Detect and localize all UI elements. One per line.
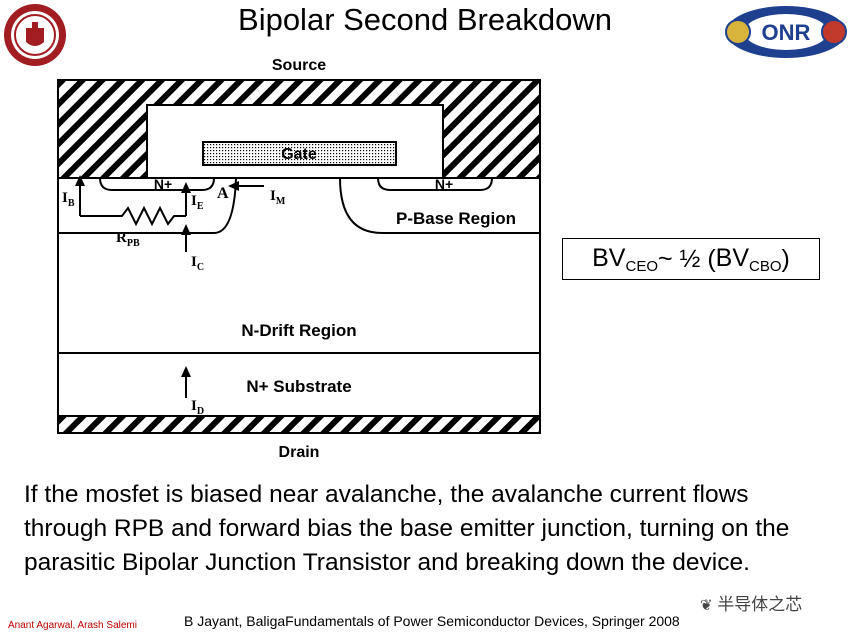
resistor-rpb-label: RPB <box>116 230 140 249</box>
footer-authors: Anant Agarwal, Arash Salemi <box>8 620 137 631</box>
node-a-label: A <box>217 185 229 202</box>
gate-electrode <box>202 141 397 166</box>
n-drift-region-label: N-Drift Region <box>241 321 356 340</box>
drain-label: Drain <box>279 444 320 461</box>
office-of-naval-research-logo-icon: ONR <box>725 6 847 58</box>
n-plus-right-label: N+ <box>435 176 453 192</box>
formula-bv-ceo: BVCEO <box>592 243 658 275</box>
mosfet-cross-section-diagram: Source Drain Gate N+ N+ P-Base Region N-… <box>57 57 541 461</box>
source-label: Source <box>272 57 326 74</box>
drain-metal <box>57 415 541 434</box>
svg-text:ONR: ONR <box>762 20 811 45</box>
n-plus-left-region <box>99 177 215 191</box>
formula-bv-cbo: BVCBO <box>715 243 782 275</box>
current-id-label: ID <box>191 398 204 417</box>
current-ic-label: IC <box>191 254 204 273</box>
breakdown-formula-box: BVCEO ~ ½ (BVCBO) <box>562 238 820 280</box>
explanation-text: If the mosfet is biased near avalanche, … <box>24 481 790 576</box>
current-ib-label: IB <box>62 190 75 209</box>
formula-close-paren: ) <box>781 244 790 273</box>
gate-label: Gate <box>281 146 317 163</box>
footer-citation: B Jayant, BaligaFundamentals of Power Se… <box>184 613 680 629</box>
p-base-left-boundary <box>58 177 237 234</box>
university-seal-icon <box>4 4 66 66</box>
slide-title: Bipolar Second Breakdown <box>238 2 612 37</box>
formula-relation: ~ ½ ( <box>658 244 716 273</box>
n-plus-left-label: N+ <box>154 176 172 192</box>
p-base-right-boundary <box>339 177 540 234</box>
current-im-label: IM <box>270 188 286 207</box>
wechat-watermark: ❦ 半导体之芯 <box>700 590 802 615</box>
current-ie-label: IE <box>191 193 204 212</box>
n-plus-right-region <box>377 177 493 191</box>
rpb-resistor <box>80 205 186 227</box>
p-base-region-label: P-Base Region <box>396 209 516 228</box>
watermark-text: 半导体之芯 <box>717 595 803 614</box>
wechat-icon: ❦ <box>700 597 713 614</box>
n-substrate-label: N+ Substrate <box>246 377 351 396</box>
